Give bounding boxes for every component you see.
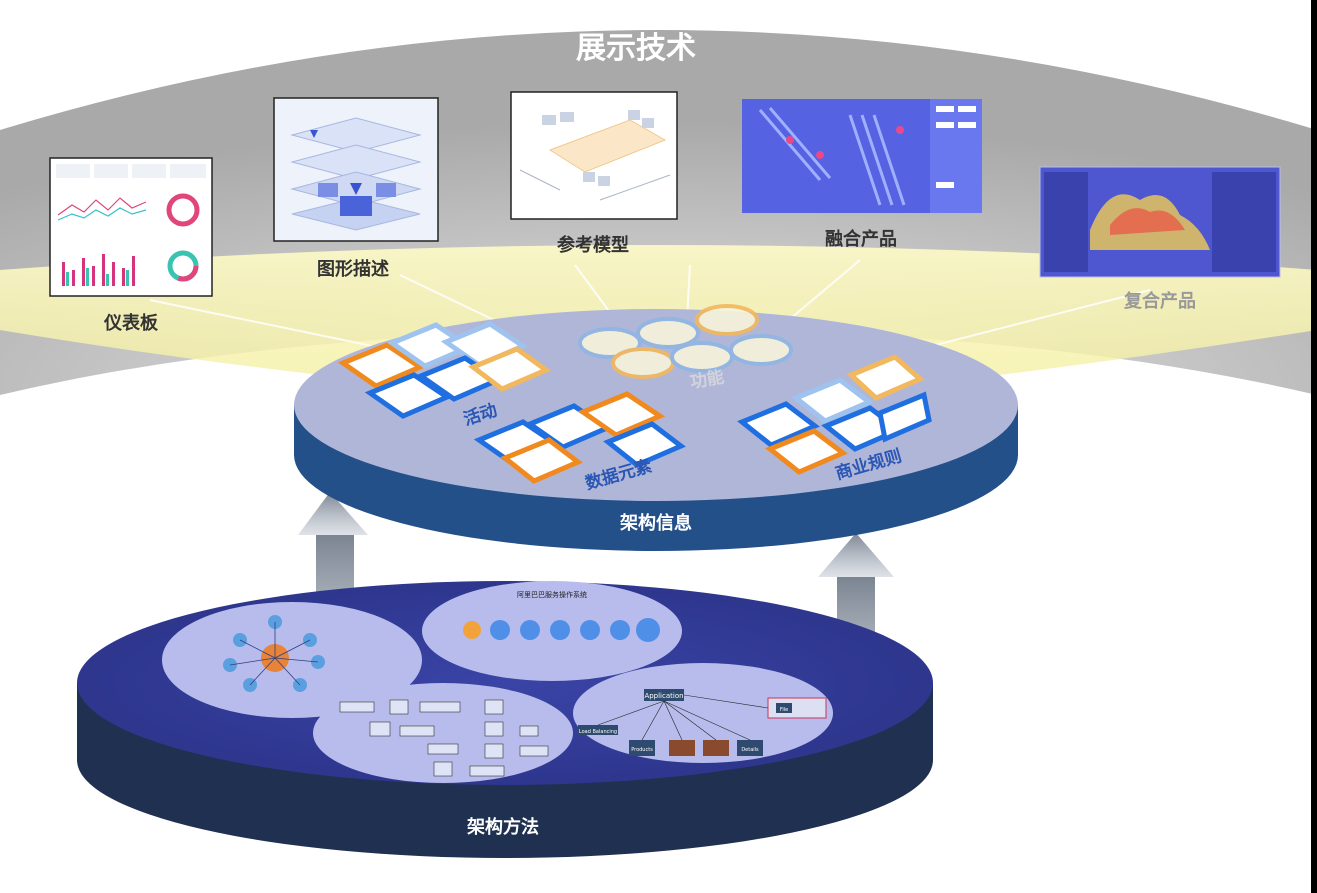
composite-product-thumbnail [1039, 166, 1281, 278]
method-diagram-4-node-1: Load Balancing [579, 729, 617, 735]
showcase-label-composite-product: 复合产品 [1123, 290, 1196, 312]
dashboard-thumbnail [49, 157, 213, 297]
lower-disc-label: 架构方法 [467, 816, 539, 838]
method-diagram-4: Application Load Balancing Products Deta… [573, 663, 833, 763]
method-diagram-4-node-3: Details [741, 747, 759, 753]
activity-tiles [337, 321, 552, 419]
data-element-tiles [473, 391, 686, 484]
business-rule-tiles [737, 354, 932, 475]
upper-disc-label: 架构信息 [620, 512, 692, 534]
showcase-label-graphic: 图形描述 [317, 258, 389, 280]
right-edge-bar [1311, 0, 1317, 893]
fusion-product-thumbnail [742, 99, 982, 213]
function-ellipses [578, 304, 793, 379]
showcase-label-fusion-product: 融合产品 [825, 228, 897, 250]
reference-model-thumbnail [510, 91, 678, 220]
method-diagram-4-node-2: Products [631, 747, 653, 753]
method-diagram-4-node-0: Application [644, 692, 683, 700]
layered-graphic-thumbnail [273, 97, 439, 242]
page-title: 展示技术 [576, 31, 696, 66]
method-diagram-1 [162, 602, 422, 718]
method-diagram-4-node-4: File [780, 707, 788, 713]
method-diagram-2-title: 阿里巴巴服务操作系统 [517, 590, 587, 599]
method-diagram-2: 阿里巴巴服务操作系统 [422, 581, 682, 681]
showcase-label-dashboard: 仪表板 [103, 312, 159, 334]
method-diagram-3 [313, 683, 573, 783]
showcase-label-reference-model: 参考模型 [557, 234, 629, 256]
